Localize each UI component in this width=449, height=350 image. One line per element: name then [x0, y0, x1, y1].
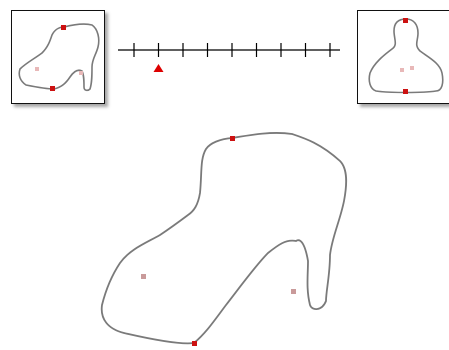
source-control-point-bottom[interactable]	[50, 86, 55, 91]
target-interior-marker-right	[410, 66, 414, 70]
timeline-track	[118, 43, 340, 72]
target-shape-thumbnail[interactable]	[357, 10, 449, 104]
target-control-point-bottom[interactable]	[403, 89, 408, 94]
target-interior-marker-left	[400, 68, 404, 72]
morph-timeline[interactable]	[118, 38, 340, 78]
timeline-slider-handle[interactable]	[153, 64, 164, 72]
current-interior-marker-left	[141, 274, 146, 279]
target-control-point-top[interactable]	[403, 18, 408, 23]
current-control-point-top[interactable]	[230, 136, 235, 141]
current-control-point-bottom[interactable]	[192, 341, 197, 346]
current-shape-drawing	[100, 132, 348, 346]
target-shape-outline	[368, 18, 444, 94]
target-shape-canvas	[368, 18, 444, 94]
source-shape-outline	[18, 23, 100, 92]
source-shape-thumbnail[interactable]	[11, 10, 105, 104]
source-shape-canvas	[18, 23, 100, 92]
current-shape-canvas[interactable]	[90, 125, 360, 350]
source-interior-marker-left	[35, 67, 39, 71]
current-interior-marker-right	[291, 289, 296, 294]
source-control-point-top[interactable]	[61, 25, 66, 30]
source-interior-marker-right	[79, 71, 83, 75]
current-shape-outline	[100, 132, 348, 345]
